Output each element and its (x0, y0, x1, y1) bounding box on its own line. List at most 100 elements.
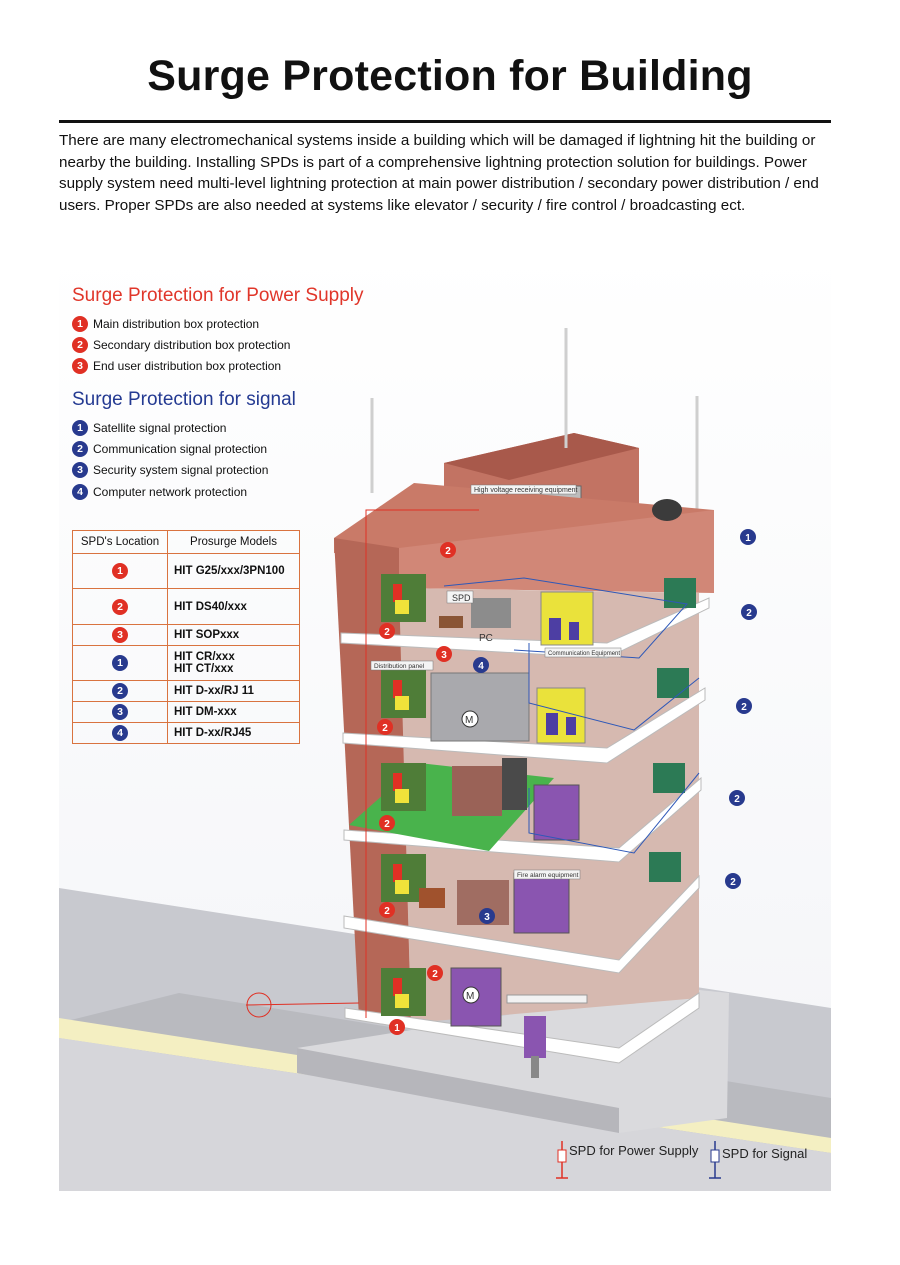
power-spd-legend: SPD for Power Supply (569, 1143, 698, 1158)
signal-marker: 2 (725, 873, 741, 889)
signal-marker: 3 (479, 908, 495, 924)
svg-text:2: 2 (734, 794, 740, 805)
legend-item-label: Secondary distribution box protection (93, 337, 291, 352)
model-line: HIT CR/xxx (174, 651, 235, 663)
power-marker: 1 (389, 1019, 405, 1035)
signal-spd-legend: SPD for Signal (722, 1146, 807, 1161)
number-badge: 3 (72, 358, 88, 375)
distribution-panels (381, 574, 426, 1016)
base-slab (297, 988, 729, 1133)
power-marker: 2 (379, 815, 395, 831)
signal-spd-symbol (709, 1141, 721, 1179)
number-badge: 2 (112, 683, 128, 699)
power-legend-item: 2 Secondary distribution box protection (72, 334, 364, 355)
legend-item-label: End user distribution box protection (93, 359, 282, 374)
signal-legend-item: 1 Satellite signal protection (72, 417, 296, 438)
svg-text:2: 2 (384, 819, 390, 830)
table-row: 1 HIT G25/xxx/3PN100 (72, 553, 300, 589)
number-badge: 4 (72, 483, 88, 500)
svg-text:2: 2 (730, 877, 736, 888)
pump (524, 1016, 546, 1058)
number-badge: 3 (112, 627, 128, 643)
signal-marker: 2 (736, 698, 752, 714)
power-marker: 2 (377, 719, 393, 735)
model-cell: HIT SOPxxx (167, 624, 300, 646)
number-badge: 2 (72, 336, 88, 353)
motor-label: M (465, 715, 473, 726)
hv-label: High voltage receiving equipment (474, 487, 578, 494)
signal-marker: 2 (741, 604, 757, 620)
spd-label: SPD (452, 593, 471, 603)
security-cabinet (533, 784, 580, 841)
fire-alarm-cabinet (513, 872, 570, 934)
legend-item-label: Security system signal protection (93, 463, 269, 478)
power-legend-item: 3 End user distribution box protection (72, 356, 364, 377)
floors (340, 597, 710, 1064)
number-badge: 3 (112, 704, 128, 720)
power-legend-item: 1 Main distribution box protection (72, 313, 364, 334)
outdoor-box (657, 668, 689, 698)
power-legend-heading: Surge Protection for Power Supply (72, 285, 364, 306)
model-cell: HIT DM-xxx (167, 701, 300, 723)
communication-cabinet (540, 591, 594, 646)
spd-model-table: SPD's Location Prosurge Models 1 HIT G25… (72, 530, 300, 744)
motor-label-2: M (466, 991, 474, 1002)
number-badge: 4 (112, 725, 128, 741)
svg-text:4: 4 (478, 661, 484, 672)
model-cell: HIT D-xx/RJ45 (167, 722, 300, 744)
pc (471, 598, 511, 628)
table-row: 3 HIT DM-xxx (72, 701, 300, 723)
svg-text:2: 2 (382, 723, 388, 734)
signal-spd-legend-label: SPD for Signal (722, 1146, 808, 1161)
signal-marker: 4 (473, 657, 489, 673)
legend-item-label: Communication signal protection (93, 441, 268, 456)
outdoor-box (653, 763, 685, 793)
table-header-row: SPD's Location Prosurge Models (72, 530, 300, 554)
elevator-machine (430, 672, 530, 742)
signal-legend-item: 4 Computer network protection (72, 481, 296, 502)
signal-marker: 2 (729, 790, 745, 806)
page-title: Surge Protection for Building (147, 52, 753, 100)
table-row: 4 HIT D-xx/RJ45 (72, 722, 300, 744)
number-badge: 2 (72, 440, 88, 457)
model-line: HIT CT/xxx (174, 663, 234, 675)
outdoor-box (664, 578, 696, 608)
legend-item-label: Main distribution box protection (93, 316, 260, 331)
power-wiring (245, 509, 479, 1018)
svg-text:2: 2 (445, 546, 451, 557)
svg-text:2: 2 (384, 906, 390, 917)
table-row: 2 HIT DS40/xxx (72, 588, 300, 625)
building-illustration: High voltage receiving equipment SPD PC … (59, 248, 831, 1191)
number-badge: 1 (72, 419, 88, 436)
rail (506, 994, 588, 1004)
power-marker: 3 (436, 646, 452, 662)
distribution-panel-label: Distribution panel (374, 663, 425, 670)
legend-item-label: Satellite signal protection (93, 420, 227, 435)
column-header-location: SPD's Location (72, 530, 168, 554)
intro-paragraph: There are many electromechanical systems… (59, 132, 819, 214)
model-cell: HIT CR/xxx HIT CT/xxx (167, 645, 300, 681)
comm-label: Communication Equipment (548, 651, 620, 657)
svg-text:2: 2 (746, 608, 752, 619)
legend-item-label: Computer network protection (93, 484, 248, 499)
power-spd-legend-label: SPD for Power Supply (569, 1143, 699, 1158)
signal-legend-item: 3 Security system signal protection (72, 460, 296, 481)
model-cell: HIT D-xx/RJ 11 (167, 680, 300, 702)
fire-alarm-label: Fire alarm equipment (517, 872, 579, 879)
power-marker: 2 (379, 623, 395, 639)
title-divider (59, 120, 831, 123)
power-legend: Surge Protection for Power Supply 1 Main… (72, 285, 364, 377)
server-racks (452, 766, 502, 816)
signal-legend-item: 2 Communication signal protection (72, 438, 296, 459)
svg-text:2: 2 (432, 969, 438, 980)
svg-text:3: 3 (441, 650, 447, 661)
power-marker: 2 (427, 965, 443, 981)
number-badge: 3 (72, 462, 88, 479)
table-row: 3 HIT SOPxxx (72, 624, 300, 646)
signal-legend-heading: Surge Protection for signal (72, 389, 296, 410)
svg-text:3: 3 (484, 912, 490, 923)
power-marker: 2 (379, 902, 395, 918)
svg-text:1: 1 (745, 533, 751, 544)
table-row: 1 HIT CR/xxx HIT CT/xxx (72, 645, 300, 681)
model-cell: HIT DS40/xxx (167, 588, 300, 625)
